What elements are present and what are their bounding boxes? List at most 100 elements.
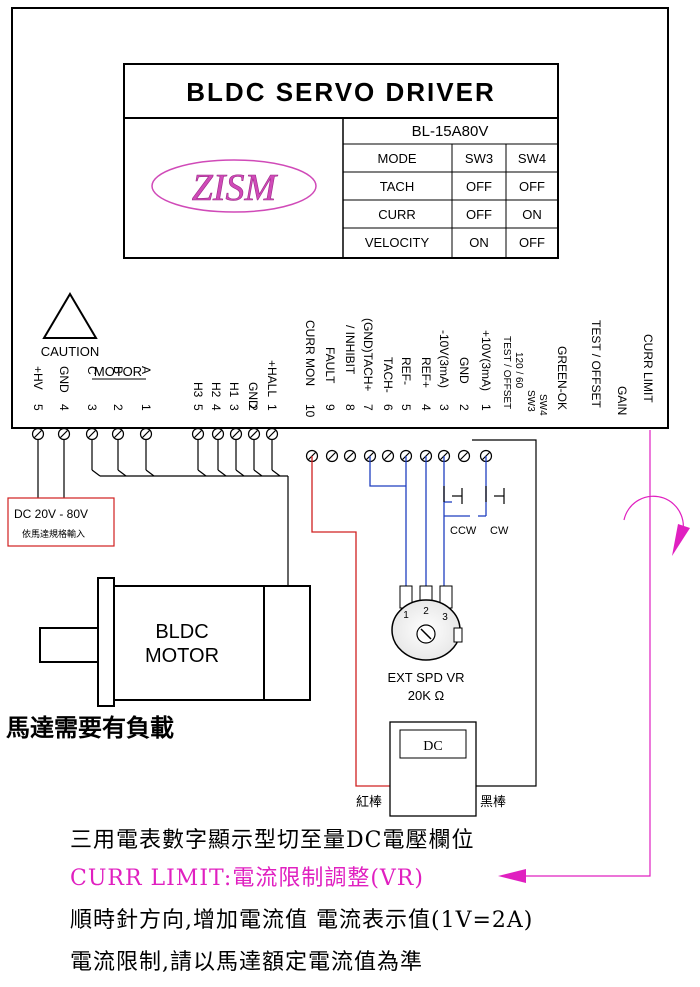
signal-terminal-label: TACH- (381, 357, 395, 393)
left-terminal-label: B (111, 366, 125, 374)
table-cell: OFF (466, 179, 492, 194)
terminal-screw (229, 427, 243, 441)
table-cell: OFF (519, 235, 545, 250)
table-cell: CURR (378, 207, 416, 222)
caution-warning-icon (42, 292, 98, 339)
hall-terminal-label: H1 (227, 382, 241, 398)
signal-terminal-block (305, 449, 493, 463)
power-supply-box (7, 497, 115, 547)
note-rated-current: 電流限制,請以馬達額定電流值為準 (70, 950, 423, 975)
bldc-motor (39, 577, 311, 707)
signal-terminal-number: 2 (457, 404, 471, 411)
signal-terminal-number: 9 (323, 404, 337, 411)
model-number: BL-15A80V (412, 123, 489, 140)
curr-limit-arrowhead (498, 869, 526, 883)
red-probe-wire (311, 456, 390, 787)
power-wiring (37, 440, 65, 498)
hall-terminal-label: H3 (191, 382, 205, 398)
motor-label-line1: BLDC (155, 621, 208, 643)
left-terminal-label: A (139, 366, 153, 374)
signal-terminal-number: 4 (419, 404, 433, 411)
signal-terminal-label: (GND)TACH+ (361, 318, 375, 391)
curr-limit-label: CURR LIMIT (641, 334, 655, 403)
hall-terminal-number: 1 (265, 404, 279, 411)
terminal-screw (85, 427, 99, 441)
terminal-screw (57, 427, 71, 441)
signal-terminal-label: FAULT (323, 347, 337, 384)
vr-pin-1: 1 (403, 610, 409, 621)
left-terminal-number: 4 (57, 404, 71, 411)
curr-limit-indicator (526, 430, 684, 877)
note-curr-limit: CURR LIMIT:電流限制調整(VR) (70, 866, 424, 891)
table-cell: OFF (466, 207, 492, 222)
table-cell: ON (469, 235, 489, 250)
meter-display: DC (423, 739, 442, 754)
black-probe-wire (472, 439, 537, 787)
hall-terminal-label: GND (246, 382, 260, 409)
table-cell: OFF (519, 179, 545, 194)
signal-terminal-number: 7 (361, 404, 375, 411)
hall-terminal-number: 3 (227, 404, 241, 411)
black-probe-label: 黑棒 (480, 795, 506, 810)
signal-terminal-label: REF- (399, 357, 413, 385)
vr-pin-3: 3 (442, 612, 448, 623)
table-header-cell: SW3 (465, 151, 493, 166)
table-cell: ON (522, 207, 542, 222)
signal-terminal-number: 6 (381, 404, 395, 411)
motor-load-note: 馬達需要有負載 (6, 713, 174, 742)
sw-120-60-label: 120 / 60 (513, 352, 524, 389)
terminal-screw (139, 427, 153, 441)
terminal-screw (381, 449, 395, 463)
terminal-screw (111, 427, 125, 441)
left-terminal-label: +HV (31, 366, 45, 390)
hall-terminal-number: 4 (209, 404, 223, 411)
left-terminal-number: 3 (85, 404, 99, 411)
green-ok-label: GREEN-OK (555, 346, 569, 410)
left-terminal-label: GND (57, 366, 71, 393)
signal-terminal-number: 5 (399, 404, 413, 411)
table-cell: TACH (380, 179, 414, 194)
hall-terminal-number: 5 (191, 404, 205, 411)
signal-terminal-number: 1 (479, 404, 493, 411)
terminal-screw (211, 427, 225, 441)
signal-terminal-label: / INHIBIT (343, 325, 357, 375)
signal-terminal-number: 10 (303, 404, 317, 418)
vr-pin-2: 2 (423, 606, 429, 617)
hall-terminal-number: 2 (246, 404, 260, 411)
red-probe-label: 紅棒 (356, 795, 382, 810)
table-header-cell: SW4 (518, 151, 546, 166)
table-header-cell: MODE (378, 151, 417, 166)
terminal-screw (265, 427, 279, 441)
gain-label: GAIN (615, 386, 629, 415)
speed-potentiometer (391, 585, 463, 661)
terminal-screw (325, 449, 339, 463)
hall-terminal-label: H2 (209, 382, 223, 398)
clockwise-arrowhead (672, 524, 690, 556)
top-terminal-block (31, 427, 279, 441)
signal-terminal-number: 8 (343, 404, 357, 411)
terminal-screw (31, 427, 45, 441)
left-terminal-label: C (85, 366, 99, 375)
motor-group-label: MOTOR (94, 364, 142, 379)
signal-terminal-label: CURR MON (303, 320, 317, 386)
direction-switches (443, 486, 505, 504)
power-supply-label: DC 20V - 80V (14, 507, 88, 521)
left-terminal-number: 2 (111, 404, 125, 411)
motor-label-line2: MOTOR (145, 645, 219, 667)
left-terminal-number: 1 (139, 404, 153, 411)
sw3-label: SW3 (525, 390, 536, 412)
signal-terminal-label: -10V(3mA) (437, 330, 451, 388)
power-supply-note: 依馬達規格輸入 (22, 528, 85, 540)
note-clockwise: 順時針方向,增加電流值 電流表示值(1V=2A) (70, 908, 534, 933)
signal-terminal-number: 3 (437, 404, 451, 411)
logo-ellipse (151, 159, 317, 213)
zism-logo: ZISM (192, 167, 279, 209)
multimeter (389, 721, 477, 817)
note-meter-setting: 三用電表數字顯示型切至量DC電壓欄位 (70, 828, 475, 853)
table-cell: VELOCITY (365, 235, 430, 250)
test-offset-2-label: TEST / OFFSET (589, 320, 603, 408)
